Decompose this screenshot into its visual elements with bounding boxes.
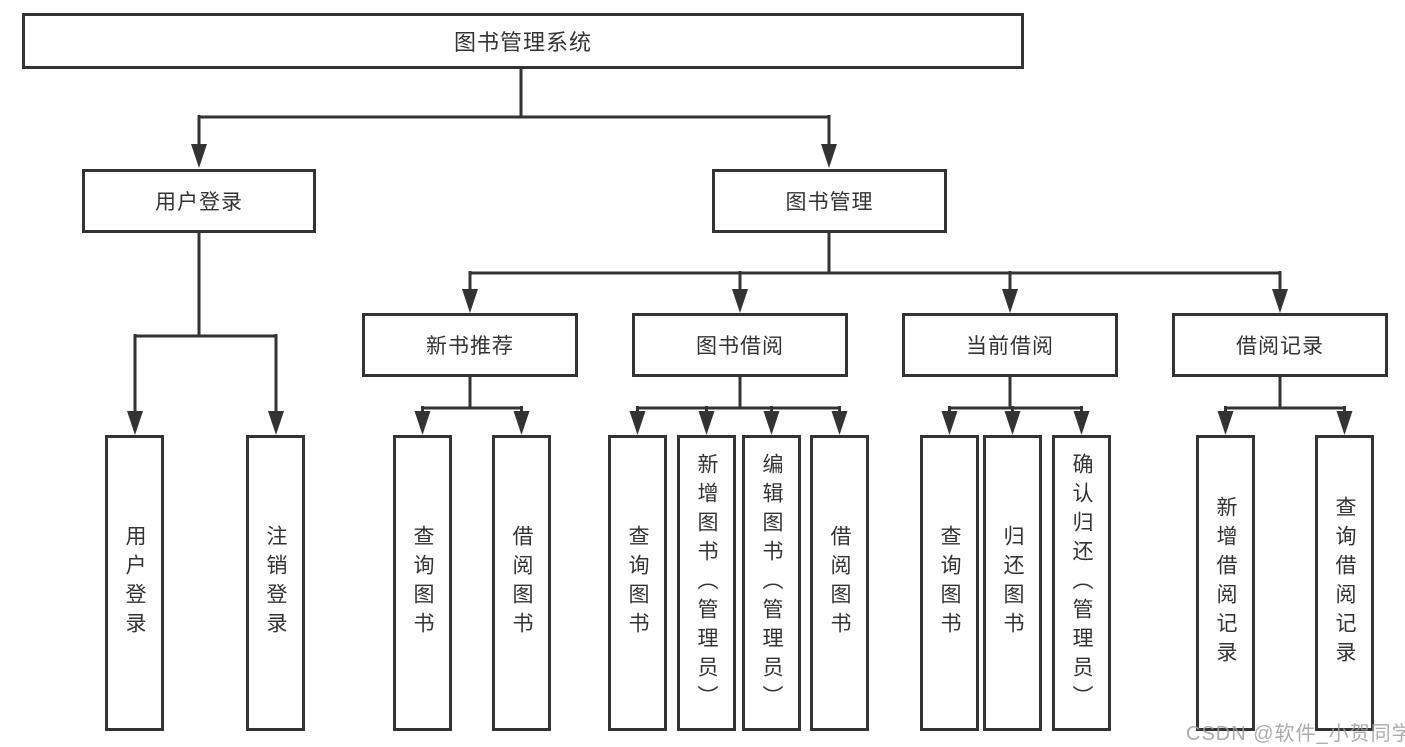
node-borrow-records: 借阅记录	[1172, 313, 1388, 377]
node-label: 查询图书	[411, 525, 434, 641]
node-borrow-borrow-books: 借阅图书	[810, 435, 869, 731]
node-label: 借阅记录	[1236, 335, 1324, 358]
node-label: 借阅图书	[828, 525, 851, 641]
node-label: 注销登录	[264, 525, 287, 641]
node-user-login: 用户登录	[82, 169, 316, 233]
node-current-borrow: 当前借阅	[902, 313, 1118, 377]
csdn-watermark: CSDN @软件_小贺同学	[1186, 723, 1405, 745]
node-label: 归还图书	[1001, 525, 1024, 641]
node-label: 编辑图书（管理员）	[760, 452, 783, 714]
node-do-user-login: 用户登录	[105, 435, 164, 731]
node-label: 新增借阅记录	[1214, 496, 1237, 670]
node-newbook-borrow-books: 借阅图书	[492, 435, 551, 731]
arrowheads	[127, 144, 1353, 435]
node-label: 新增图书（管理员）	[695, 452, 718, 714]
node-new-book-recommend: 新书推荐	[362, 313, 578, 377]
node-library-management-system: 图书管理系统	[22, 13, 1024, 69]
node-book-management: 图书管理	[712, 169, 947, 233]
node-current-confirm-return-admin: 确认归还（管理员）	[1052, 435, 1111, 731]
node-label: 新书推荐	[426, 335, 514, 358]
node-logout-login: 注销登录	[246, 435, 305, 731]
node-label: 图书管理系统	[453, 30, 592, 55]
node-borrow-add-books-admin: 新增图书（管理员）	[677, 435, 736, 731]
node-newbook-query-books: 查询图书	[393, 435, 452, 731]
node-records-add-record: 新增借阅记录	[1196, 435, 1255, 731]
node-label: 确认归还（管理员）	[1070, 452, 1093, 714]
node-label: 查询借阅记录	[1333, 496, 1356, 670]
node-current-query-books: 查询图书	[920, 435, 979, 731]
node-label: 当前借阅	[966, 335, 1054, 358]
node-records-query-record: 查询借阅记录	[1315, 435, 1374, 731]
node-label: 借阅图书	[510, 525, 533, 641]
node-book-borrow: 图书借阅	[632, 313, 848, 377]
node-borrow-edit-books-admin: 编辑图书（管理员）	[742, 435, 801, 731]
node-label: 图书管理	[785, 191, 874, 214]
node-current-return-books: 归还图书	[983, 435, 1042, 731]
node-label: 用户登录	[123, 525, 146, 641]
node-label: 查询图书	[938, 525, 961, 641]
node-borrow-query-books: 查询图书	[608, 435, 667, 731]
node-label: 图书借阅	[696, 335, 784, 358]
node-label: 用户登录	[155, 191, 243, 214]
node-label: 查询图书	[626, 525, 649, 641]
